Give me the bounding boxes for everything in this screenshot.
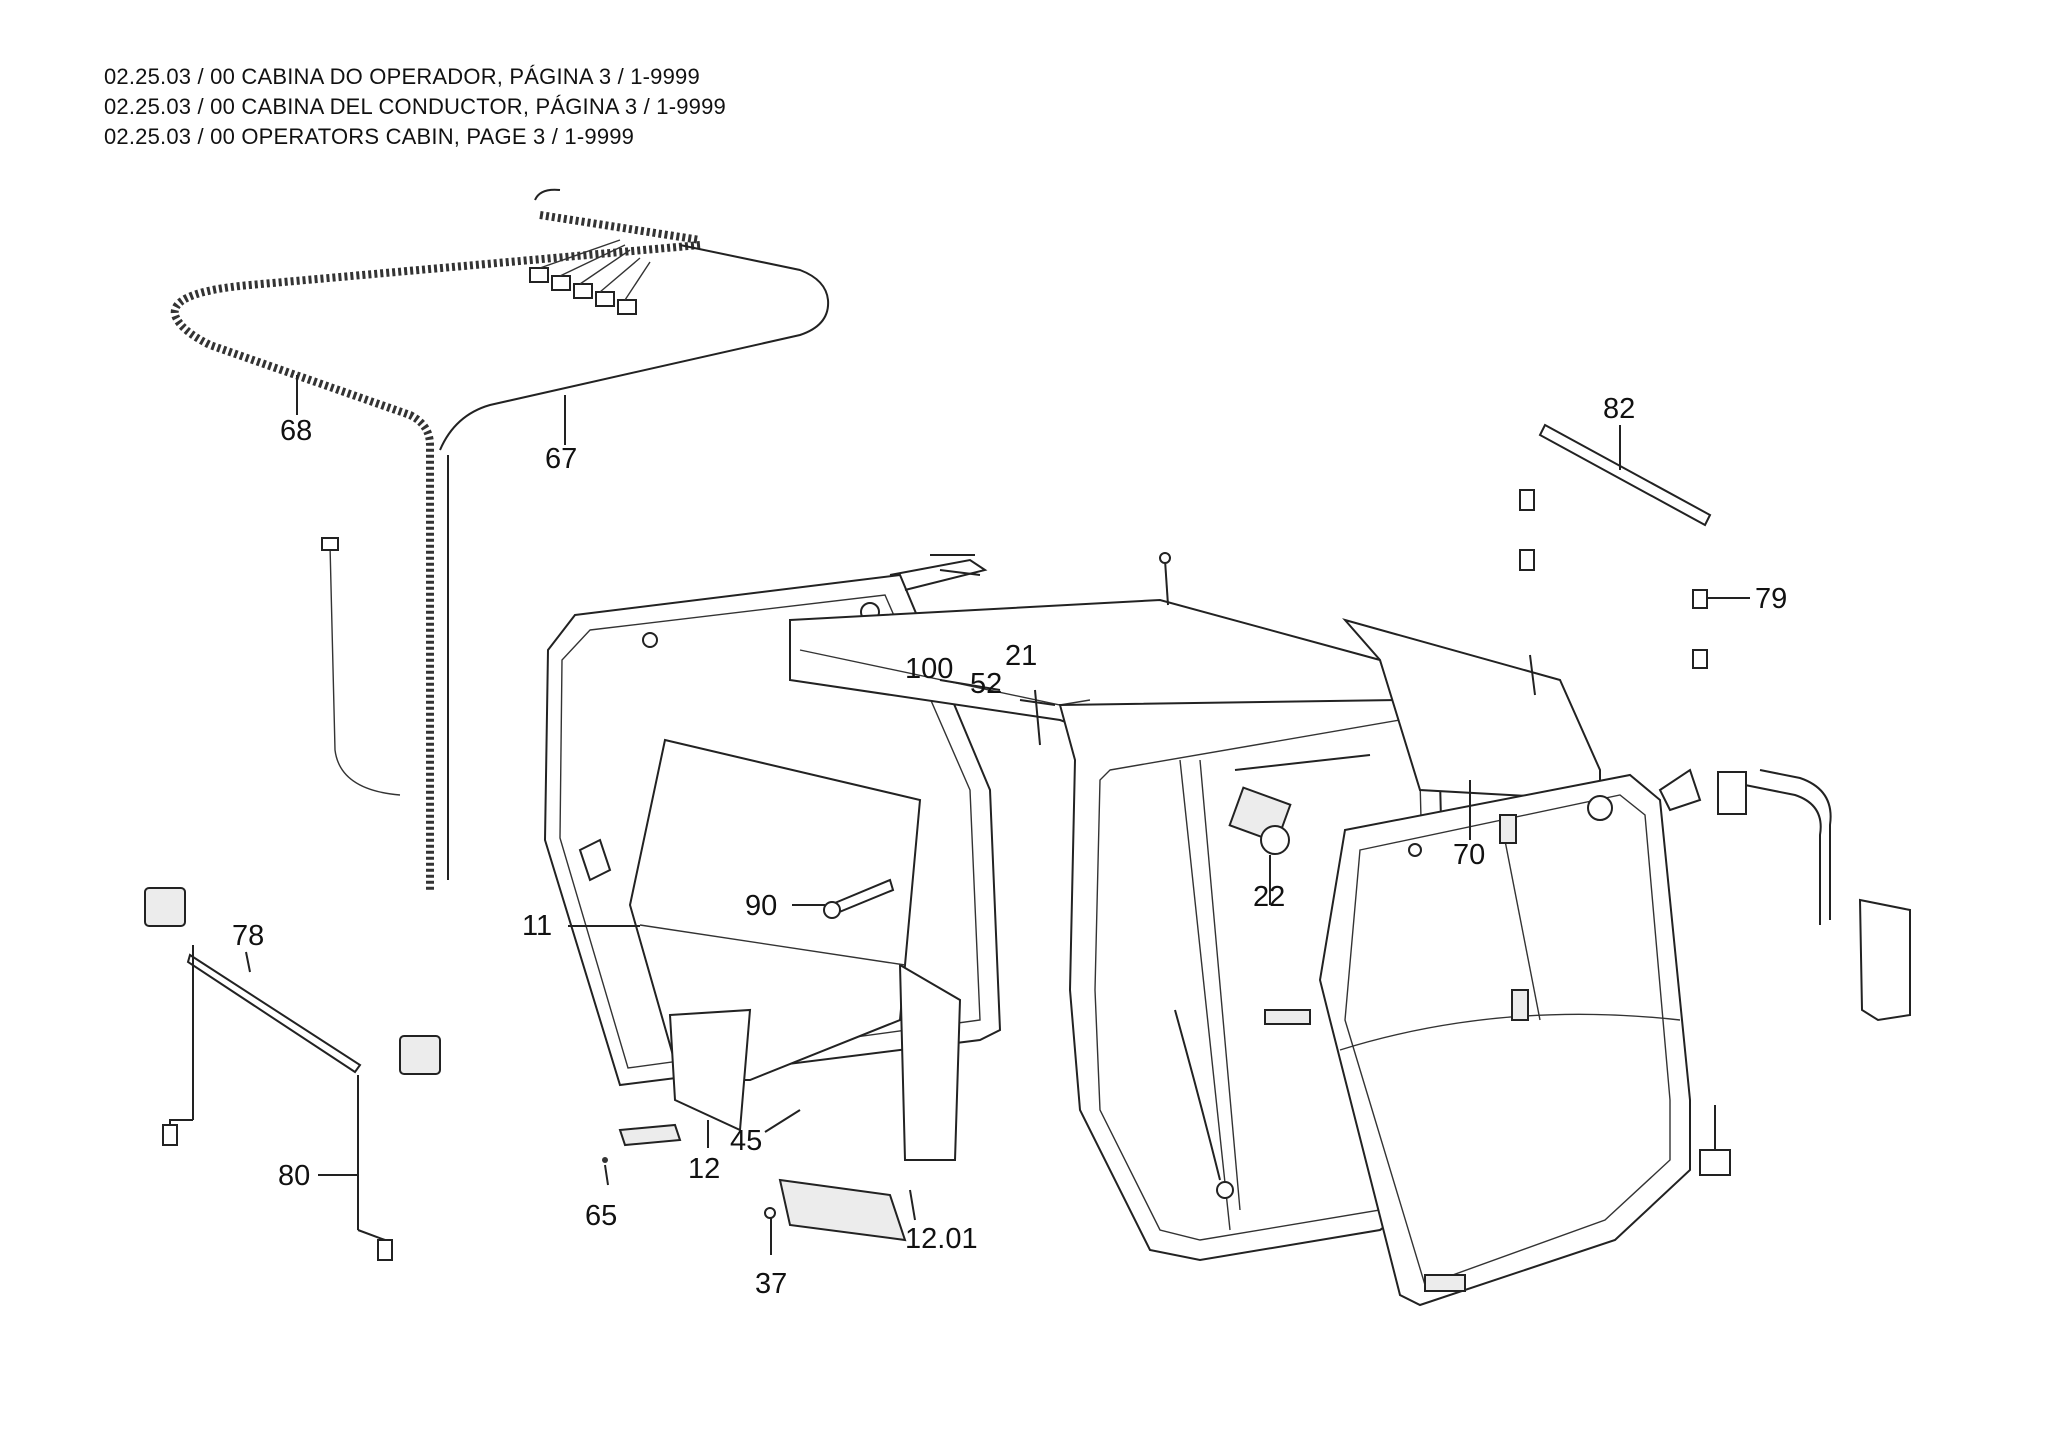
lamp-mount-82 [1519, 423, 1712, 669]
callout-82: 82 [1603, 393, 1635, 425]
right-door [1318, 768, 1911, 1307]
front-panel-11-12 [578, 738, 962, 1242]
callout-68: 68 [280, 415, 312, 447]
lamp-mount-78 [144, 887, 441, 1261]
callout-100: 100 [905, 653, 953, 685]
callout-79: 79 [1755, 583, 1787, 615]
header-line-en: 02.25.03 / 00 OPERATORS CABIN, PAGE 3 / … [104, 124, 635, 149]
callout-80: 80 [278, 1160, 310, 1192]
callout-21: 21 [1005, 640, 1037, 672]
callout-78: 78 [232, 920, 264, 952]
leader-lines [245, 425, 1750, 1255]
callout-90: 90 [745, 890, 777, 922]
callout-67: 67 [545, 443, 577, 475]
callout-12-01: 12.01 [905, 1223, 978, 1255]
page-header: 02.25.03 / 00 CABINA DO OPERADOR, PÁGINA… [104, 62, 726, 152]
callout-22: 22 [1253, 881, 1285, 913]
wiring-harness-68-67 [170, 188, 830, 890]
callout-11: 11 [522, 910, 552, 942]
callout-labels: 68 67 82 79 100 52 21 70 22 90 11 78 45 … [232, 393, 1787, 1300]
wiper-motor-22 [1228, 786, 1292, 905]
callout-52: 52 [970, 668, 1002, 700]
callout-65: 65 [585, 1200, 617, 1232]
harness-connectors [529, 239, 651, 315]
callout-12: 12 [688, 1153, 720, 1185]
header-line-es: 02.25.03 / 00 CABINA DEL CONDUCTOR, PÁGI… [104, 94, 726, 119]
callout-45: 45 [730, 1125, 762, 1157]
header-line-pt: 02.25.03 / 00 CABINA DO OPERADOR, PÁGINA… [104, 64, 700, 89]
callout-37: 37 [755, 1268, 787, 1300]
callout-70: 70 [1453, 839, 1485, 871]
